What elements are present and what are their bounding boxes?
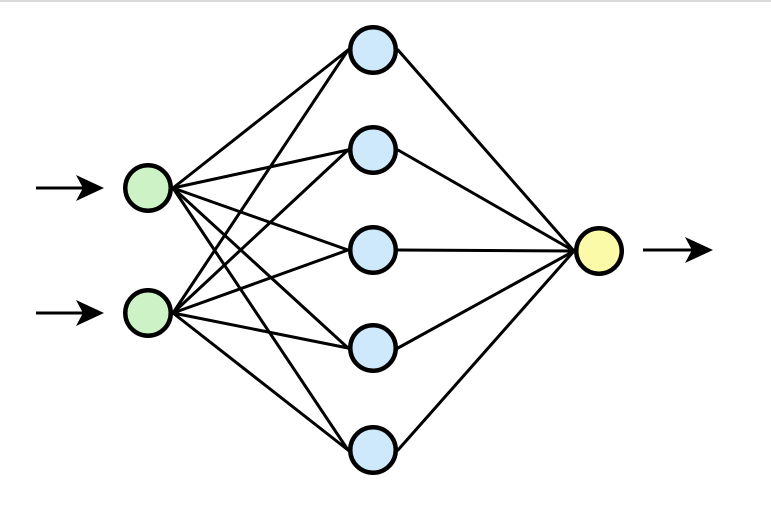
edge-i2-h4 <box>171 311 350 350</box>
edge-h3-o1 <box>396 248 576 253</box>
edge-h4-o1 <box>396 249 576 350</box>
output-arrow-1-head <box>685 237 713 263</box>
edge-h1-o1 <box>396 48 576 253</box>
hidden-node-h3 <box>348 225 398 275</box>
edge-i2-h5 <box>171 311 350 452</box>
output-node-o1 <box>574 226 624 276</box>
edge-i1-h4 <box>171 186 350 350</box>
input-node-i2 <box>123 288 173 338</box>
top-edge-hairline <box>0 0 771 2</box>
edge-i2-h3 <box>171 248 350 315</box>
hidden-node-h5 <box>348 425 398 475</box>
edge-i1-h2 <box>171 148 350 190</box>
hidden-node-h2 <box>348 125 398 175</box>
edge-i2-h1 <box>171 48 350 315</box>
input-arrow-2-head <box>76 300 104 326</box>
input-node-i1 <box>123 163 173 213</box>
edge-h5-o1 <box>396 249 576 452</box>
edge-i1-h3 <box>171 186 350 252</box>
hidden-node-h1 <box>348 25 398 75</box>
input-arrow-1-head <box>76 175 104 201</box>
edge-h2-o1 <box>396 148 576 253</box>
hidden-node-h4 <box>348 323 398 373</box>
edge-i1-h1 <box>171 48 350 190</box>
edge-i1-h5 <box>171 186 350 452</box>
edge-i2-h2 <box>171 148 350 315</box>
